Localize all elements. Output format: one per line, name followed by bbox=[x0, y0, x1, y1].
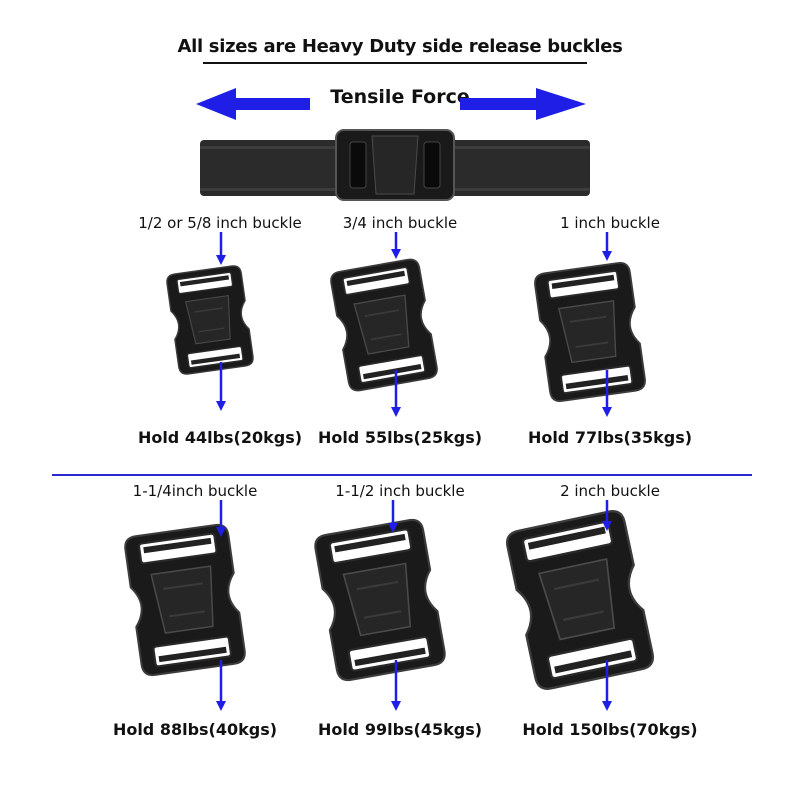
buckle-4 bbox=[124, 523, 246, 677]
buckle-2 bbox=[330, 258, 438, 392]
strap-with-buckle bbox=[200, 129, 590, 201]
size-label-3: 1 inch buckle bbox=[560, 214, 660, 232]
size-label-4: 1-1/4inch buckle bbox=[132, 482, 258, 500]
tensile-force-label: Tensile Force bbox=[330, 86, 470, 108]
force-arrow-left bbox=[196, 88, 310, 120]
page-title: All sizes are Heavy Duty side release bu… bbox=[177, 36, 623, 57]
size-label-5: 1-1/2 inch buckle bbox=[335, 482, 465, 500]
buckle-3 bbox=[534, 261, 646, 403]
hold-label-4: Hold 88lbs(40kgs) bbox=[112, 720, 278, 739]
buckle-6 bbox=[506, 510, 654, 690]
buckles-layer bbox=[124, 232, 654, 711]
size-label-6: 2 inch buckle bbox=[560, 482, 660, 500]
hold-label-6: Hold 150lbs(70kgs) bbox=[522, 720, 698, 739]
size-label-2: 3/4 inch buckle bbox=[342, 214, 458, 232]
hold-label-1: Hold 44lbs(20kgs) bbox=[137, 428, 303, 447]
buckle-1 bbox=[166, 265, 254, 375]
hold-label-3: Hold 77lbs(35kgs) bbox=[527, 428, 693, 447]
row-divider bbox=[52, 474, 752, 476]
hold-label-2: Hold 55lbs(25kgs) bbox=[317, 428, 483, 447]
buckle-5 bbox=[314, 518, 446, 682]
hold-label-5: Hold 99lbs(45kgs) bbox=[317, 720, 483, 739]
force-arrow-right bbox=[460, 88, 586, 120]
size-label-1: 1/2 or 5/8 inch buckle bbox=[138, 214, 302, 232]
title-underline bbox=[203, 62, 587, 64]
